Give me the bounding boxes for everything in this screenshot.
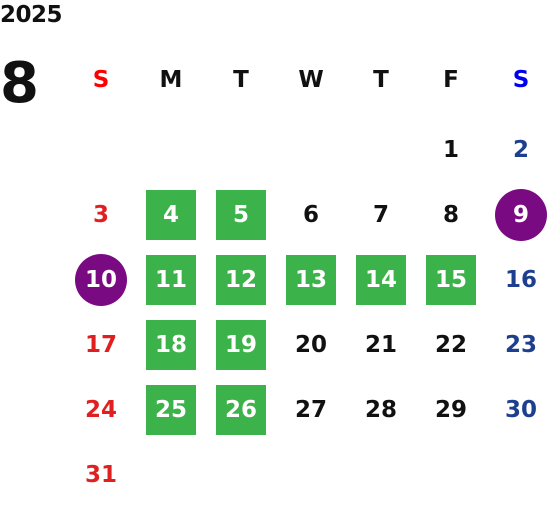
calendar-day[interactable]: 1 xyxy=(416,120,486,180)
calendar-day-number: 3 xyxy=(92,202,109,228)
calendar-day[interactable]: 17 xyxy=(66,315,136,375)
calendar-day[interactable]: 19 xyxy=(206,315,276,375)
calendar-day[interactable]: 26 xyxy=(206,380,276,440)
calendar-day-number: 23 xyxy=(504,332,537,358)
calendar-day-number: 27 xyxy=(294,397,327,423)
calendar-day-number: 24 xyxy=(84,397,117,423)
calendar-day-number: 25 xyxy=(146,385,196,435)
calendar-day-number: 30 xyxy=(504,397,537,423)
calendar-day-number: 18 xyxy=(146,320,196,370)
calendar-day[interactable]: 2 xyxy=(486,120,548,180)
calendar-day-number: 1 xyxy=(442,137,459,163)
calendar-day[interactable]: 9 xyxy=(486,185,548,245)
weekday-wednesday: W xyxy=(298,67,324,93)
calendar-day-number: 21 xyxy=(364,332,397,358)
calendar-day-number: 4 xyxy=(146,190,196,240)
calendar-day-number: 22 xyxy=(434,332,467,358)
calendar-day[interactable]: 4 xyxy=(136,185,206,245)
calendar-day-number: 15 xyxy=(426,255,476,305)
calendar-day[interactable]: 8 xyxy=(416,185,486,245)
calendar-day[interactable]: 22 xyxy=(416,315,486,375)
calendar-day-number: 26 xyxy=(216,385,266,435)
weekday-monday: M xyxy=(159,67,183,93)
calendar-day[interactable]: 27 xyxy=(276,380,346,440)
calendar-day-number: 6 xyxy=(302,202,319,228)
calendar-empty-cell xyxy=(346,445,416,505)
calendar-day-number: 8 xyxy=(442,202,459,228)
calendar-day[interactable]: 13 xyxy=(276,250,346,310)
calendar-day[interactable]: 18 xyxy=(136,315,206,375)
calendar-day-number: 16 xyxy=(504,267,537,293)
calendar-day[interactable]: 16 xyxy=(486,250,548,310)
calendar-day-number: 31 xyxy=(84,462,117,488)
calendar-day[interactable]: 23 xyxy=(486,315,548,375)
calendar-day[interactable]: 28 xyxy=(346,380,416,440)
calendar-empty-cell xyxy=(206,445,276,505)
year-label: 2025 xyxy=(0,2,63,28)
calendar-day-number: 14 xyxy=(356,255,406,305)
calendar-day[interactable]: 21 xyxy=(346,315,416,375)
calendar-day[interactable]: 15 xyxy=(416,250,486,310)
calendar-day-number: 20 xyxy=(294,332,327,358)
calendar-day-number: 11 xyxy=(146,255,196,305)
calendar-day[interactable]: 20 xyxy=(276,315,346,375)
calendar-day[interactable]: 29 xyxy=(416,380,486,440)
calendar-day[interactable]: 24 xyxy=(66,380,136,440)
calendar-empty-cell xyxy=(206,120,276,180)
calendar-day-number: 5 xyxy=(216,190,266,240)
calendar-empty-cell xyxy=(346,120,416,180)
calendar-day[interactable]: 12 xyxy=(206,250,276,310)
weekday-sunday: S xyxy=(92,67,110,93)
calendar-day-number: 13 xyxy=(286,255,336,305)
calendar-day[interactable]: 30 xyxy=(486,380,548,440)
calendar-day-number: 28 xyxy=(364,397,397,423)
calendar-day[interactable]: 11 xyxy=(136,250,206,310)
calendar-empty-cell xyxy=(66,120,136,180)
month-label: 8 xyxy=(0,51,39,116)
calendar-empty-cell xyxy=(276,120,346,180)
calendar-day-number: 7 xyxy=(372,202,389,228)
calendar-week-row: 10 11 12 13 14 15 16 xyxy=(66,250,548,310)
calendar-day-number: 29 xyxy=(434,397,467,423)
weekday-tuesday: T xyxy=(233,67,249,93)
calendar-week-row: 31 xyxy=(66,445,548,505)
calendar-day-number: 17 xyxy=(84,332,117,358)
weekday-friday: F xyxy=(443,67,459,93)
calendar-empty-cell xyxy=(136,445,206,505)
calendar-empty-cell xyxy=(486,445,548,505)
weekday-header-row: S M T W T F S xyxy=(66,50,548,110)
calendar-week-row: 24 25 26 27 28 29 30 xyxy=(66,380,548,440)
calendar-day[interactable]: 25 xyxy=(136,380,206,440)
calendar-empty-cell xyxy=(276,445,346,505)
calendar-empty-cell xyxy=(416,445,486,505)
calendar-day-number: 12 xyxy=(216,255,266,305)
calendar-empty-cell xyxy=(136,120,206,180)
calendar-week-row: 17 18 19 20 21 22 23 xyxy=(66,315,548,375)
calendar-day[interactable]: 6 xyxy=(276,185,346,245)
calendar-day[interactable]: 5 xyxy=(206,185,276,245)
calendar-day-number: 10 xyxy=(75,254,127,306)
calendar-day[interactable]: 14 xyxy=(346,250,416,310)
calendar-day-number: 19 xyxy=(216,320,266,370)
weekday-saturday: S xyxy=(512,67,530,93)
calendar-day[interactable]: 7 xyxy=(346,185,416,245)
calendar-day-number: 9 xyxy=(495,189,547,241)
calendar-day[interactable]: 10 xyxy=(66,250,136,310)
calendar-day-number: 2 xyxy=(512,137,529,163)
calendar-day[interactable]: 3 xyxy=(66,185,136,245)
calendar-day[interactable]: 31 xyxy=(66,445,136,505)
weekday-thursday: T xyxy=(373,67,389,93)
